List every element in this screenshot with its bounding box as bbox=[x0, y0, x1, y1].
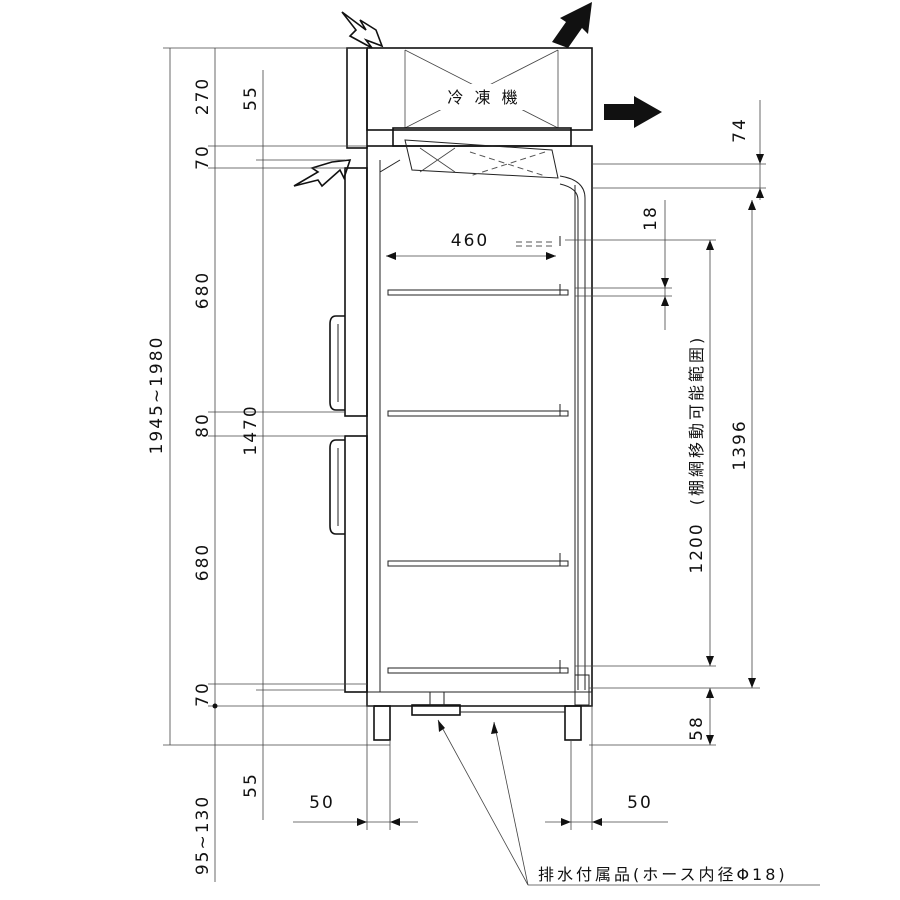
lower-door bbox=[329, 435, 368, 693]
bottom-offset-dimension: 58 bbox=[687, 715, 707, 741]
air-exhaust-arrow-right bbox=[604, 96, 662, 128]
top-offset-dimension: 74 bbox=[730, 117, 750, 143]
shelf-1 bbox=[516, 236, 561, 247]
shelves bbox=[387, 236, 569, 674]
shelf-height-dimension: 1396 bbox=[730, 419, 750, 470]
shelf-gap-dimension: 18 bbox=[641, 205, 661, 231]
upper-door bbox=[329, 167, 368, 417]
shelf-3 bbox=[387, 404, 569, 417]
shelf-range-label: (棚網移動可能範囲) bbox=[687, 335, 706, 506]
right-clearance-dimension: 50 bbox=[627, 793, 653, 813]
air-intake-arrow-top bbox=[341, 11, 384, 49]
left-dimension-labels: 1945~1980 270 55 70 680 80 1470 680 70 5… bbox=[147, 77, 261, 875]
refrigeration-unit: 冷 凍 機 bbox=[346, 47, 593, 149]
inner-height-dimension: 1470 bbox=[241, 404, 261, 455]
lower-door-dimension: 680 bbox=[193, 543, 213, 581]
divider-dimension: 80 bbox=[193, 412, 213, 438]
shelf-2 bbox=[387, 284, 569, 296]
air-intake-arrow-side bbox=[293, 159, 352, 188]
inner-depth-dimension-group: 460 bbox=[386, 231, 556, 260]
drain-accessory-label: 排水付属品(ホース内径Φ18) bbox=[538, 865, 788, 884]
right-dimension-lines bbox=[565, 100, 766, 746]
unit-height-dimension: 270 bbox=[193, 77, 213, 115]
bottom-gap-dimension: 55 bbox=[241, 772, 261, 798]
total-height-dimension: 1945~1980 bbox=[147, 336, 167, 455]
shelf-5 bbox=[387, 660, 569, 674]
air-exhaust-arrow-top bbox=[552, 2, 592, 48]
top-gap-dimension: 55 bbox=[241, 85, 261, 111]
inner-depth-dimension: 460 bbox=[451, 231, 489, 251]
bottom-panel-dimension: 70 bbox=[193, 681, 213, 707]
left-dimension-lines bbox=[163, 47, 390, 882]
foot-height-dimension: 95~130 bbox=[193, 795, 213, 875]
right-dimension-labels: 74 18 1396 (棚網移動可能範囲) 1200 58 bbox=[641, 117, 750, 741]
drain-accessory-callout: 排水付属品(ホース内径Φ18) bbox=[437, 719, 820, 886]
upper-door-dimension: 680 bbox=[193, 271, 213, 309]
refrigeration-unit-label: 冷 凍 機 bbox=[447, 88, 520, 107]
cabinet-body bbox=[366, 139, 593, 741]
left-clearance-dimension: 50 bbox=[309, 793, 335, 813]
top-panel-dimension: 70 bbox=[193, 144, 213, 170]
shelf-range-dimension: 1200 bbox=[687, 522, 707, 573]
shelf-4 bbox=[387, 553, 569, 567]
bottom-clearance-lines bbox=[293, 706, 668, 830]
